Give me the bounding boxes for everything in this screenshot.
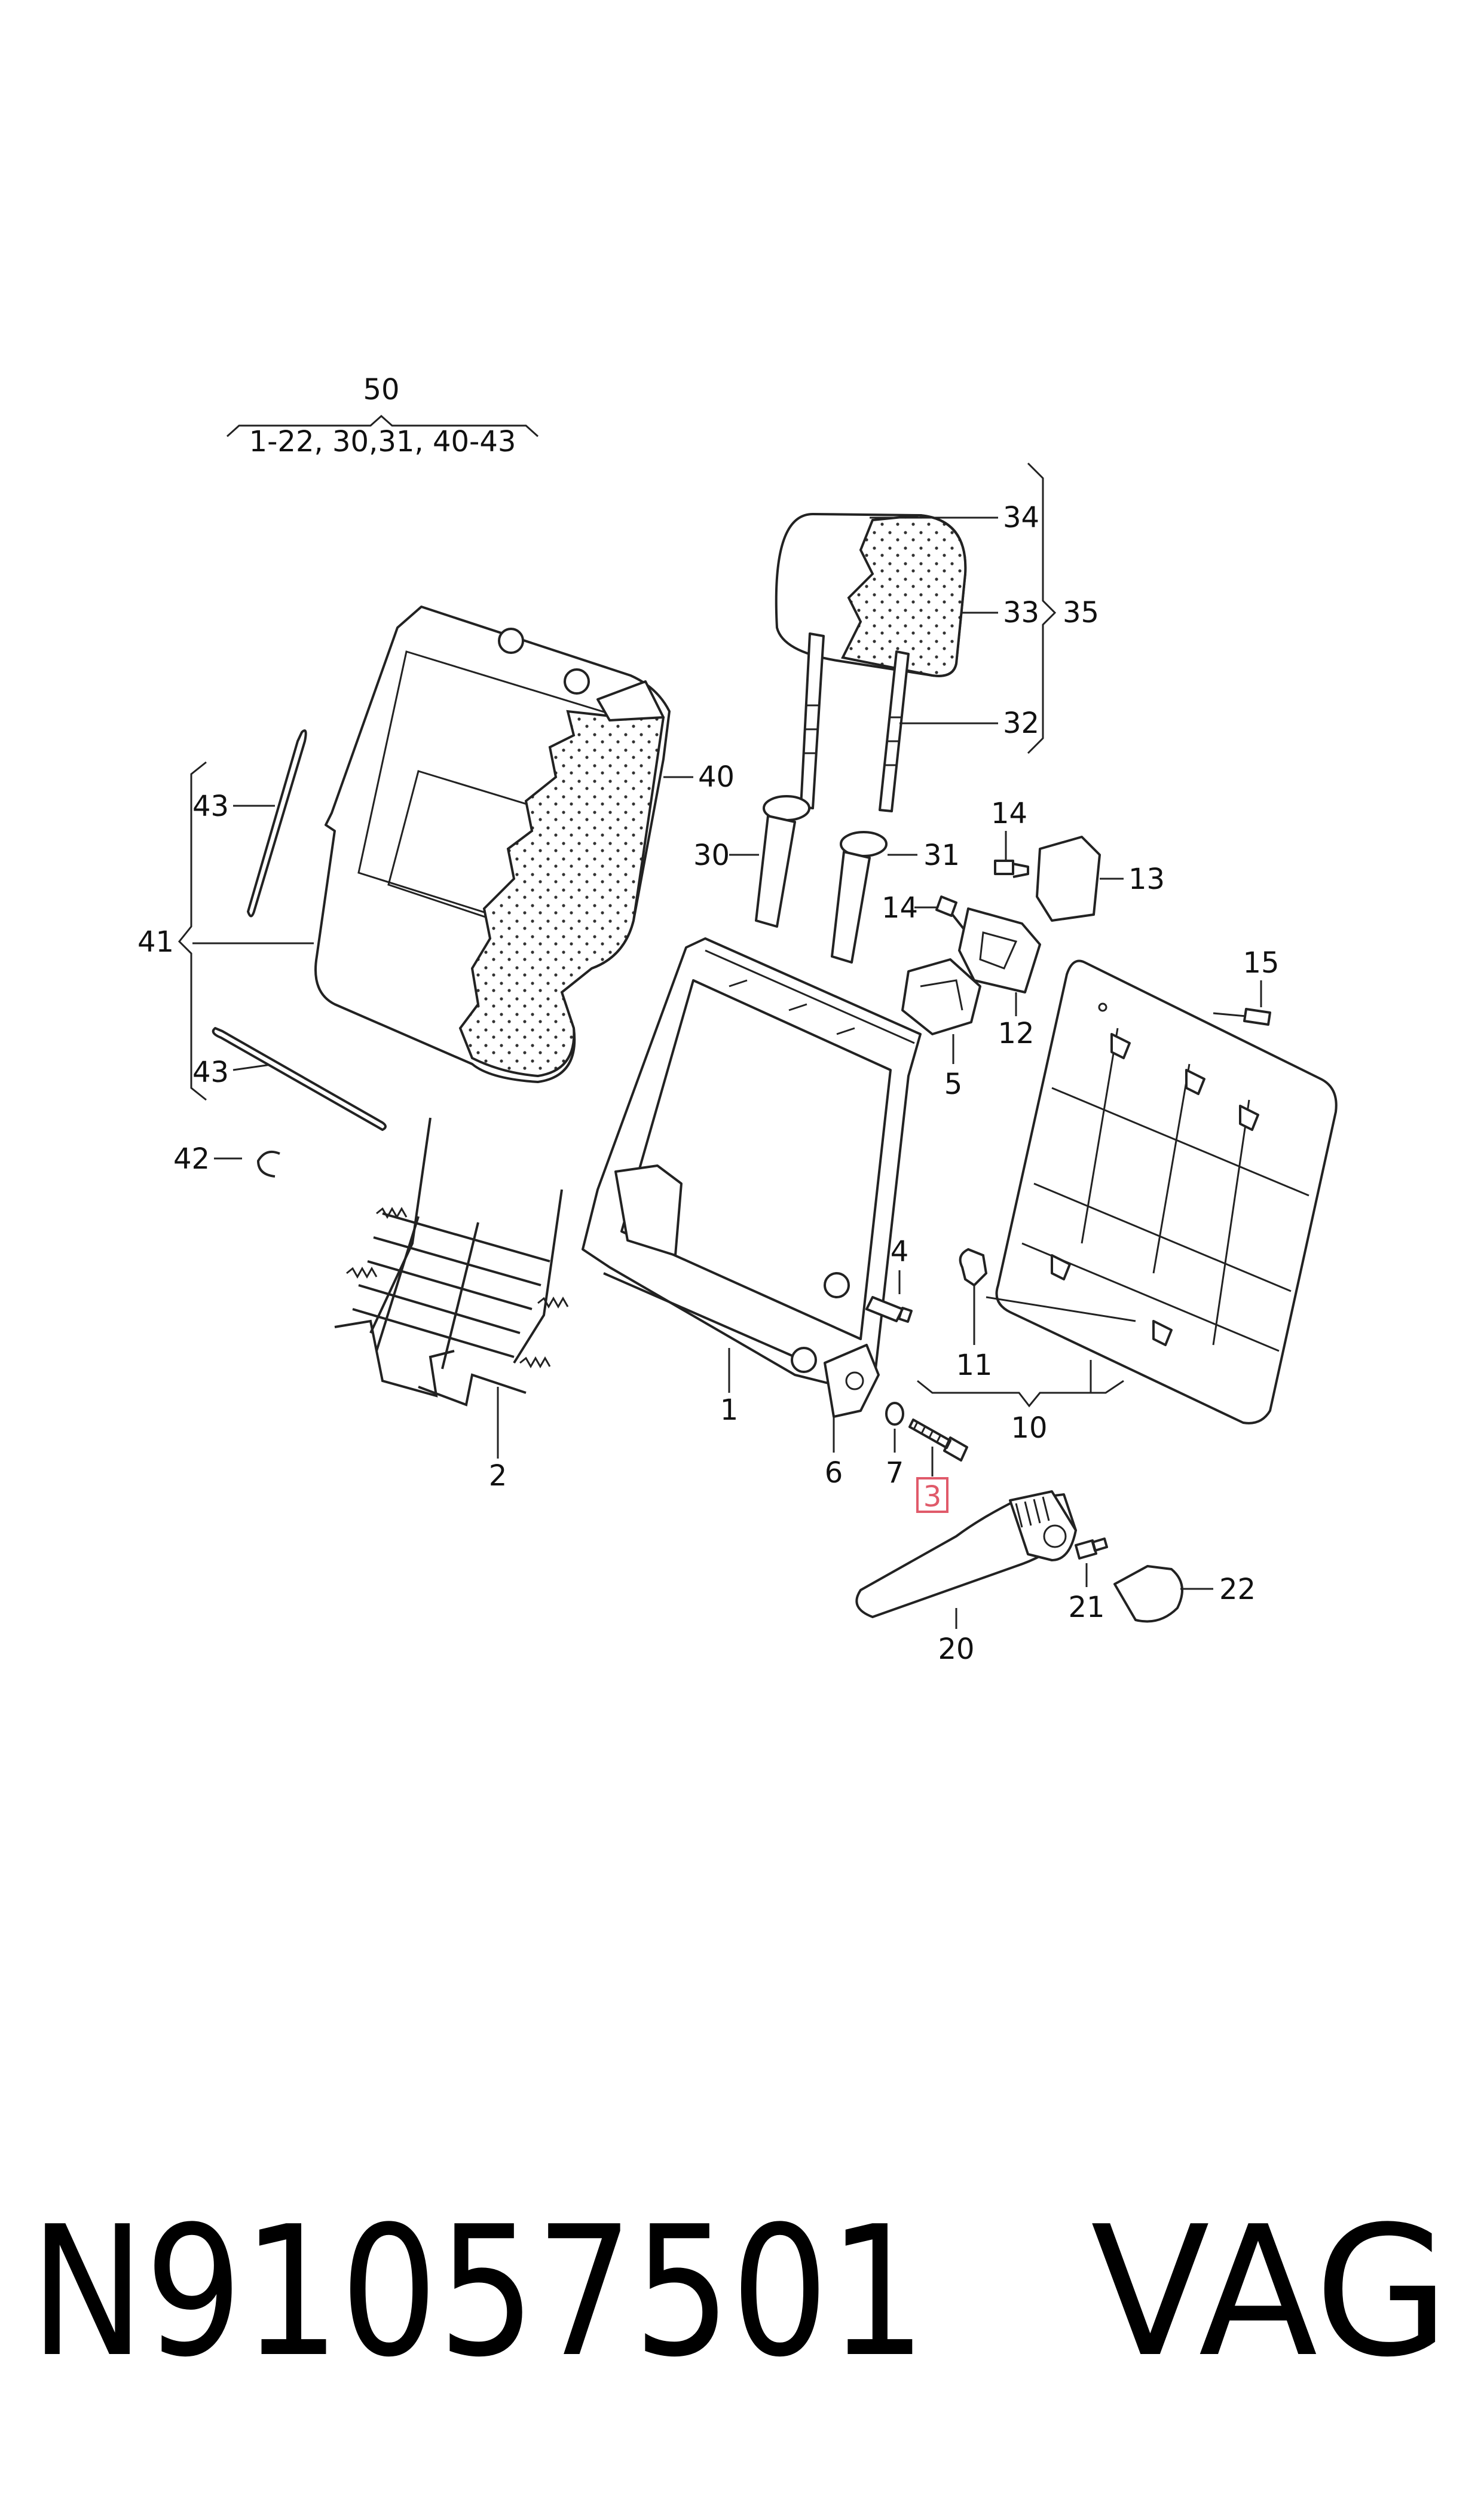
label-40: 40 [698, 760, 735, 794]
guide-30-body [755, 815, 796, 928]
group-number: 50 [363, 373, 399, 406]
headrest-foam [841, 513, 967, 677]
label-10: 10 [1011, 1411, 1047, 1445]
leader-11-clip [986, 1296, 1136, 1322]
frame-hinge-plate [614, 1164, 683, 1257]
latch-bracket-5 [901, 958, 981, 1035]
screw-15 [1243, 1008, 1271, 1026]
wire-43-bottom [212, 1027, 387, 1131]
release-handle: 20 21 22 [855, 1490, 1256, 1666]
guide-31-body [831, 851, 871, 964]
cover-wires: 41 43 43 42 [137, 729, 387, 1178]
mat-cross-wires [352, 1212, 550, 1358]
label-4: 4 [891, 1235, 909, 1268]
label-22: 22 [1219, 1573, 1256, 1606]
headrest: 34 33 32 35 [775, 462, 1099, 812]
label-42: 42 [173, 1142, 210, 1176]
part-number: N91057501 [30, 2188, 926, 2396]
handle-20-pivot [1043, 1524, 1067, 1548]
headrest-hole-right [564, 668, 590, 695]
pivot-fasteners: 4 6 7 3 [824, 1235, 968, 1514]
label-41: 41 [137, 925, 174, 959]
label-14-mid: 14 [882, 891, 918, 925]
headrest-post-left [800, 632, 825, 809]
post-notches [803, 704, 902, 766]
screw-21 [1075, 1537, 1108, 1560]
bracket-10 [917, 1380, 1124, 1408]
backrest-frame: 1 [582, 937, 922, 1427]
highlight-box-3 [916, 1477, 948, 1513]
label-43-top: 43 [192, 790, 229, 823]
label-14-top: 14 [991, 797, 1027, 830]
label-2: 2 [489, 1459, 507, 1493]
panel-clips [1051, 1033, 1259, 1346]
panel-screw-hole [1098, 1002, 1107, 1012]
label-43-bottom: 43 [192, 1056, 229, 1089]
headrest-hole-left [498, 628, 524, 654]
cap-22 [1113, 1565, 1183, 1623]
frame-cross-rod [603, 1272, 795, 1358]
label-11: 11 [956, 1349, 992, 1382]
mat-bottom-hooks [334, 1319, 527, 1407]
panel-outline [995, 959, 1338, 1424]
panel-vertical-ribs [1081, 1028, 1250, 1346]
bracket-35 [1027, 462, 1057, 754]
brand-name: VAG [1091, 2188, 1449, 2396]
label-12: 12 [998, 1017, 1034, 1050]
frame-top-rail [705, 949, 915, 1044]
label-21: 21 [1068, 1591, 1104, 1624]
label-35: 35 [1063, 596, 1099, 629]
group-header: 50 1-22, 30,31, 40-43 [226, 373, 539, 458]
frame-pivot-lower [791, 1347, 817, 1373]
footer: N91057501 VAG [30, 2188, 1449, 2396]
latch-parts: 14 13 14 12 5 15 [882, 797, 1280, 1101]
screw-3-thread [913, 1421, 942, 1442]
latch-cover-13 [1036, 836, 1101, 922]
label-34: 34 [1003, 501, 1039, 534]
latch-housing-12 [958, 907, 1041, 993]
spring-mat: 2 [334, 1117, 569, 1493]
bracket-6-hole [845, 1371, 864, 1390]
label-5: 5 [944, 1068, 963, 1101]
mat-springs [346, 1206, 569, 1369]
leader-15b [1213, 1012, 1247, 1017]
screw-4 [865, 1296, 913, 1323]
group-bracket [226, 414, 539, 438]
label-3: 3 [923, 1480, 942, 1514]
cushion-corner [596, 680, 665, 722]
label-30: 30 [693, 839, 730, 872]
frame-pivot-upper [824, 1272, 850, 1298]
group-range: 1-22, 30,31, 40-43 [249, 425, 516, 458]
label-20: 20 [938, 1633, 974, 1666]
label-33: 33 [1003, 596, 1039, 629]
back-panel: 11 10 [917, 959, 1338, 1445]
washer-7 [885, 1402, 904, 1426]
clip-11 [959, 1248, 988, 1287]
headrest-post-right [879, 650, 910, 812]
label-31: 31 [923, 839, 960, 872]
label-7: 7 [886, 1456, 904, 1490]
label-15: 15 [1243, 946, 1279, 980]
label-13: 13 [1128, 863, 1165, 896]
screw-14-top [994, 860, 1029, 878]
headrest-guides: 30 31 [693, 795, 960, 964]
mat-long-wires [375, 1216, 479, 1369]
frame-opening [620, 979, 892, 1340]
wire-43-top [247, 729, 307, 918]
bracket-6 [824, 1344, 880, 1418]
latch-housing-opening [979, 931, 1018, 970]
clip-42 [256, 1151, 280, 1178]
label-32: 32 [1003, 707, 1039, 740]
handle-20-grip [1015, 1496, 1050, 1528]
bracket-41 [178, 761, 207, 1101]
mat-side-wires [369, 1117, 563, 1364]
label-1: 1 [720, 1393, 739, 1427]
label-6: 6 [825, 1456, 843, 1490]
backrest-cushion: 40 [314, 606, 735, 1083]
latch-bracket-detail [920, 979, 963, 1011]
